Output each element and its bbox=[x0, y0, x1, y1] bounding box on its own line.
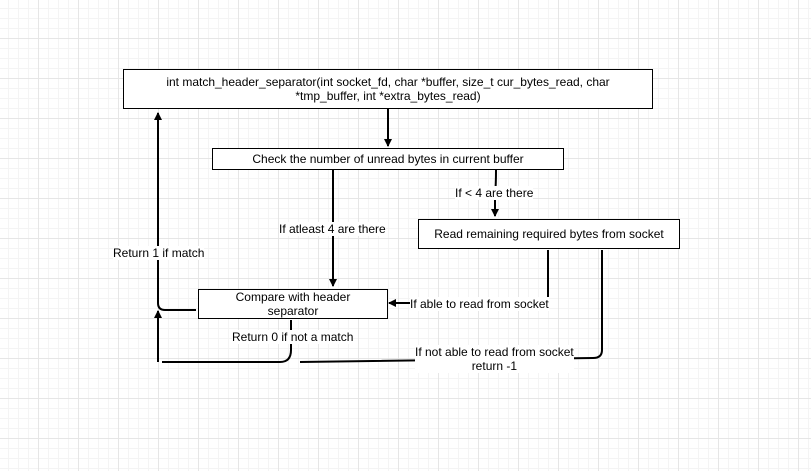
edge-not-able-return bbox=[299, 250, 603, 363]
read-remaining-node: Read remaining required bytes from socke… bbox=[418, 219, 680, 249]
function-signature-text: int match_header_separator(int socket_fd… bbox=[166, 75, 610, 103]
label-not-able-to-read: If not able to read from socket return -… bbox=[415, 345, 574, 373]
label-less-than-4: If < 4 are there bbox=[455, 186, 534, 200]
label-return-0: Return 0 if not a match bbox=[232, 330, 354, 344]
edge-compare-return-1 bbox=[154, 112, 196, 311]
label-return-1: Return 1 if match bbox=[113, 246, 205, 260]
edge-return-0 bbox=[162, 320, 292, 363]
read-remaining-text: Read remaining required bytes from socke… bbox=[434, 227, 664, 241]
edge-read-to-compare bbox=[388, 250, 549, 307]
label-not-able-line-1: If not able to read from socket bbox=[415, 345, 574, 359]
check-unread-node: Check the number of unread bytes in curr… bbox=[212, 148, 564, 170]
label-not-able-line-2: return -1 bbox=[471, 359, 518, 373]
compare-separator-text: Compare with header separator bbox=[235, 290, 351, 318]
compare-separator-node: Compare with header separator bbox=[198, 289, 388, 319]
function-signature-node: int match_header_separator(int socket_fd… bbox=[123, 69, 653, 109]
check-unread-text: Check the number of unread bytes in curr… bbox=[252, 152, 524, 166]
label-able-to-read: If able to read from socket bbox=[410, 297, 549, 311]
label-atleast-4: If atleast 4 are there bbox=[279, 222, 386, 236]
